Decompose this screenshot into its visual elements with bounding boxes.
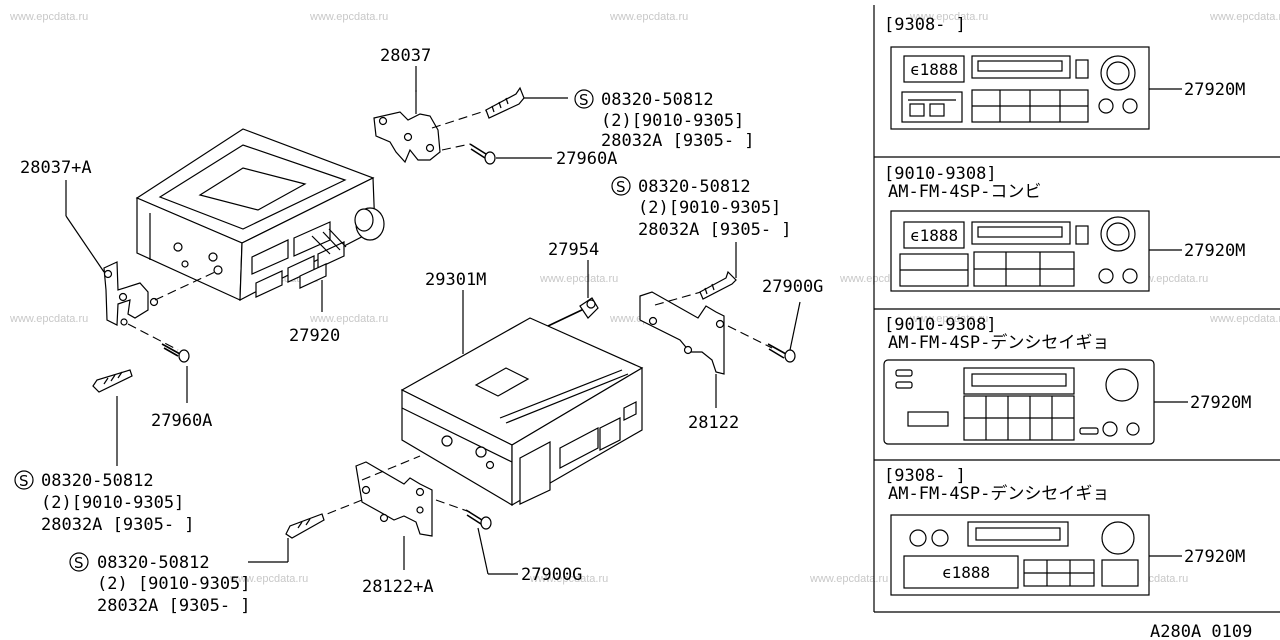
- screw-note-code: 08320-50812: [601, 90, 714, 110]
- screw-note-alt: 28032A [9305- ]: [601, 131, 755, 151]
- bracket-top: [373, 90, 441, 164]
- variant-period: [9308- ]: [884, 466, 966, 486]
- watermark: www.epcdata.ru: [9, 313, 88, 325]
- part-label-27960a-left: 27960A: [151, 411, 212, 431]
- watermark: www.epcdata.ru: [539, 273, 618, 285]
- screw-note-alt: 28032A [9305- ]: [97, 596, 251, 616]
- screw-note-code: 08320-50812: [97, 553, 210, 573]
- screw-note-alt: 28032A [9305- ]: [638, 220, 792, 240]
- part-label-27920: 27920: [289, 326, 340, 346]
- variant-part: 27920M: [1184, 241, 1245, 261]
- screw-long-left: [92, 369, 133, 393]
- variant-3: [9010-9308] AM-FM-4SP-デンシセイギョ 27920M: [883, 315, 1251, 445]
- watermark: www.epcdata.ru: [909, 11, 988, 23]
- watermark: www.epcdata.ru: [309, 11, 388, 23]
- part-label-28122: 28122: [688, 413, 739, 433]
- screw-27960a-left: [161, 343, 190, 363]
- variant-part: 27920M: [1190, 393, 1251, 413]
- variant-panel: [9308- ] ϵ1888 27920M [9010-: [873, 5, 1280, 613]
- watermark: www.epcdata.ru: [309, 313, 388, 325]
- part-label-27900g-bottom: 27900G: [521, 565, 582, 585]
- variant-period: [9308- ]: [884, 15, 966, 35]
- cd-unit: [400, 297, 644, 507]
- variant-part: 27920M: [1184, 547, 1245, 567]
- screw-note-1: S 08320-50812 (2)[9010-9305] 28032A [930…: [574, 89, 755, 151]
- screw-note-qty: (2)[9010-9305]: [638, 198, 781, 218]
- leader-27900g-right: [789, 301, 801, 351]
- watermark: www.epcdata.ru: [809, 573, 888, 585]
- diagram-id: A280A 0109: [1150, 622, 1252, 640]
- watermark: www.epcdata.ru: [529, 573, 608, 585]
- screw-note-alt: 28032A [9305- ]: [41, 515, 195, 535]
- leader-27900g-bottom: [477, 527, 489, 575]
- variant-spec: AM-FM-4SP-コンビ: [888, 182, 1041, 202]
- display-readout: ϵ1888: [910, 60, 958, 79]
- watermark: www.epcdata.ru: [909, 313, 988, 325]
- screw-note-qty: (2)[9010-9305]: [41, 493, 184, 513]
- variant-period: [9010-9308]: [884, 315, 997, 335]
- variant-2: [9010-9308] AM-FM-4SP-コンビ ϵ1888 27920M: [884, 164, 1245, 292]
- screw-symbol: S: [616, 178, 626, 196]
- screw-long-right: [699, 270, 737, 300]
- screw-27960a-top: [469, 143, 496, 165]
- variant-period: [9010-9308]: [884, 164, 997, 184]
- part-label-28037a: 28037+A: [20, 158, 92, 178]
- part-label-29301m: 29301M: [425, 270, 486, 290]
- display-readout: ϵ1888: [942, 563, 990, 582]
- screw-note-2: S 08320-50812 (2)[9010-9305] 28032A [930…: [611, 176, 792, 240]
- variant-spec: AM-FM-4SP-デンシセイギョ: [888, 483, 1109, 504]
- part-label-28122a: 28122+A: [362, 577, 434, 597]
- screw-note-code: 08320-50812: [638, 177, 751, 197]
- screw-long-top: [485, 86, 525, 119]
- screw-symbol: S: [579, 91, 589, 109]
- variant-1: [9308- ] ϵ1888 27920M: [884, 15, 1245, 130]
- screw-note-qty: (2)[9010-9305]: [601, 111, 744, 131]
- radio-unit: [135, 128, 385, 302]
- screw-note-code: 08320-50812: [41, 471, 154, 491]
- screw-note-4: S 08320-50812 (2) [9010-9305] 28032A [93…: [69, 552, 251, 616]
- part-label-27900g-right: 27900G: [762, 277, 823, 297]
- screw-note-3: S 08320-50812 (2)[9010-9305] 28032A [930…: [14, 470, 195, 535]
- bracket-bottom: [355, 461, 433, 537]
- watermark: www.epcdata.ru: [229, 573, 308, 585]
- part-label-27954: 27954: [548, 240, 599, 260]
- bracket-right: [639, 291, 725, 375]
- screw-note-qty: (2) [9010-9305]: [97, 574, 251, 594]
- screw-27900g-bottom: [465, 509, 492, 530]
- watermark: www.epcdata.ru: [9, 11, 88, 23]
- watermark: www.epcdata.ru: [1209, 313, 1280, 325]
- leader-28037a: [65, 215, 105, 273]
- watermark: www.epcdata.ru: [1209, 11, 1280, 23]
- watermark: www.epcdata.ru: [609, 11, 688, 23]
- display-readout: ϵ1888: [910, 226, 958, 245]
- screw-symbol: S: [19, 472, 29, 490]
- variant-spec: AM-FM-4SP-デンシセイギョ: [888, 332, 1109, 353]
- variant-4: [9308- ] AM-FM-4SP-デンシセイギョ ϵ1888 27920M: [884, 466, 1245, 596]
- variant-part: 27920M: [1184, 80, 1245, 100]
- screw-symbol: S: [74, 554, 84, 572]
- screw-long-bottom: [285, 513, 325, 539]
- part-label-27960a-top: 27960A: [556, 149, 617, 169]
- part-label-28037: 28037: [380, 46, 431, 66]
- bracket-left: [103, 261, 159, 326]
